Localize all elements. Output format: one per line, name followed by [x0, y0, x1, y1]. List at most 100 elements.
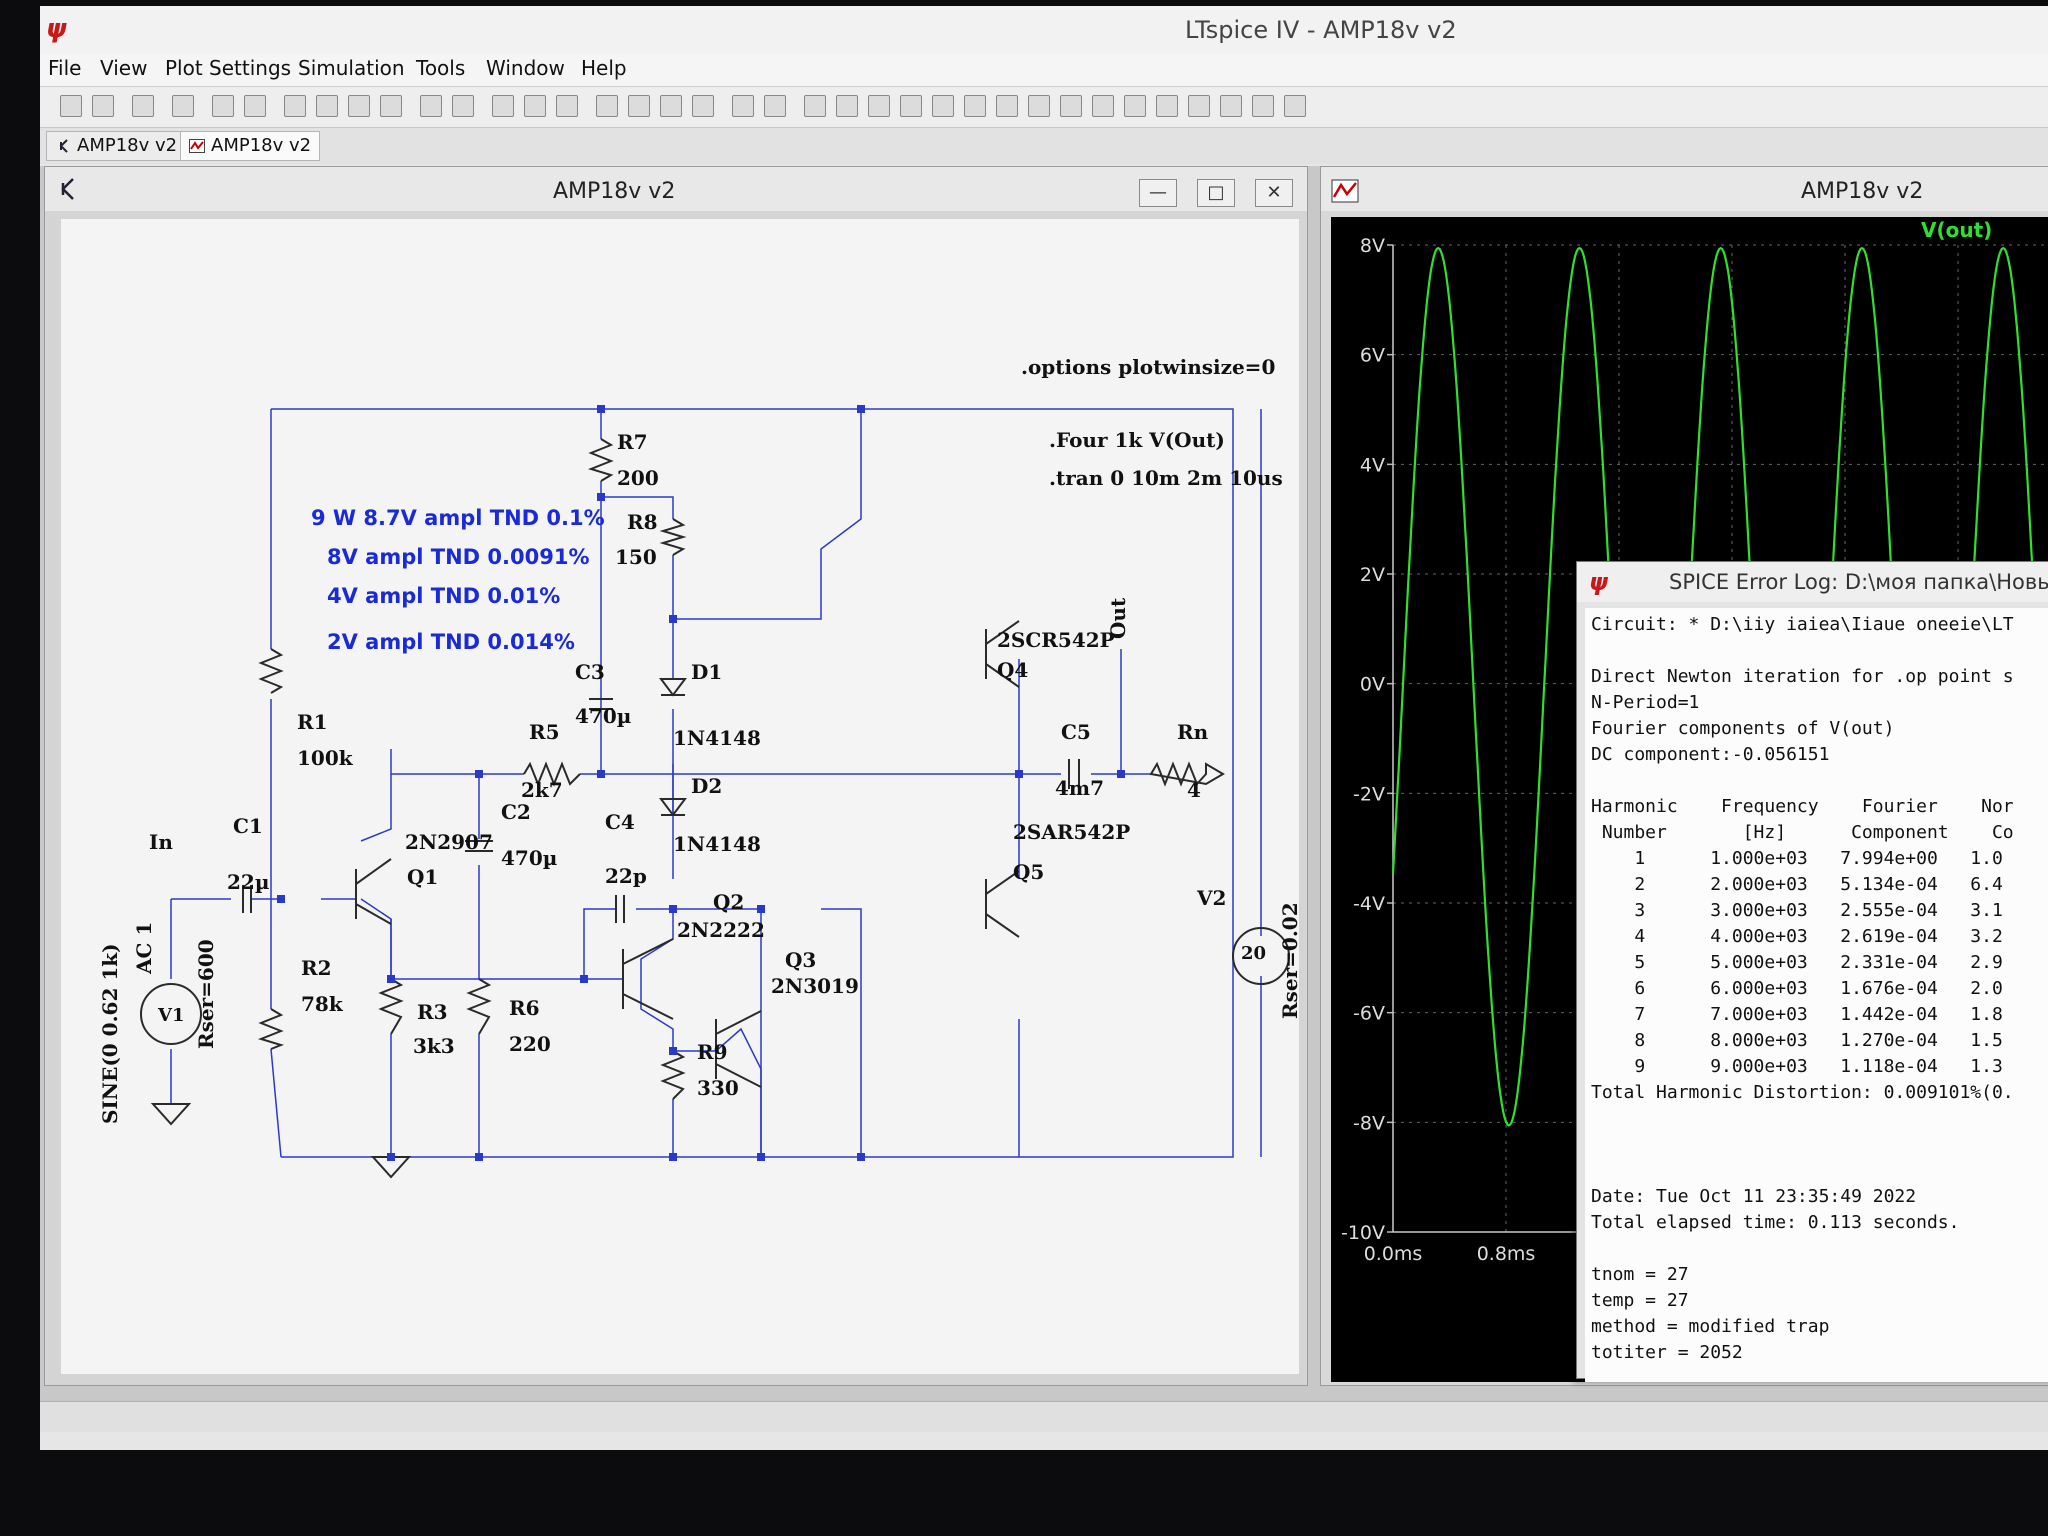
menu-window[interactable]: Window: [486, 56, 565, 80]
log-line: [1591, 1132, 2048, 1158]
rotate-icon[interactable]: [1188, 95, 1210, 117]
label-r7-value: 200: [617, 466, 659, 490]
tile-horizontal-icon[interactable]: [492, 95, 514, 117]
control-panel-icon[interactable]: [172, 95, 194, 117]
menu-plot-settings[interactable]: Plot Settings: [165, 56, 292, 80]
log-line: 7 7.000e+03 1.442e-04 1.8: [1591, 1004, 2003, 1025]
menu-tools[interactable]: Tools: [416, 56, 466, 80]
print-setup-icon[interactable]: [732, 95, 754, 117]
c5-symbol: [1068, 759, 1080, 789]
label-net-icon[interactable]: [868, 95, 890, 117]
undo-icon[interactable]: [1124, 95, 1146, 117]
print-icon[interactable]: [764, 95, 786, 117]
tile-vertical-icon[interactable]: [524, 95, 546, 117]
label-r5: R5: [529, 720, 560, 744]
tab-waveform-label: AMP18v v2: [211, 135, 312, 156]
c3-symbol: [589, 698, 613, 710]
d1-symbol: [659, 678, 687, 697]
redo-icon[interactable]: [1156, 95, 1178, 117]
paste-icon[interactable]: [660, 95, 682, 117]
label-c2: C2: [501, 800, 531, 824]
pan-icon[interactable]: [316, 95, 338, 117]
open-icon[interactable]: [92, 95, 114, 117]
r7-symbol: [587, 438, 614, 482]
maximize-button[interactable]: □: [1197, 179, 1235, 207]
q1-symbol: [355, 858, 392, 925]
log-line: Direct Newton iteration for .op point s: [1591, 666, 2014, 687]
label-d1: D1: [691, 660, 722, 684]
move-icon[interactable]: [1060, 95, 1082, 117]
zoom-in-icon[interactable]: [284, 95, 306, 117]
schematic-canvas[interactable]: .options plotwinsize=0 .Four 1k V(Out) .…: [61, 219, 1302, 1374]
new-schematic-icon[interactable]: [60, 95, 82, 117]
log-line: 8 8.000e+03 1.270e-04 1.5: [1591, 1030, 2003, 1051]
label-d2-value: 1N4148: [673, 832, 761, 856]
label-r3: R3: [417, 1000, 448, 1024]
spice-error-log-text[interactable]: Circuit: * D:\iiy iaiea\Iiaue oneeie\LT …: [1585, 608, 2048, 1382]
label-q5-model: 2SAR542P: [1013, 820, 1130, 844]
log-line: Circuit: * D:\iiy iaiea\Iiaue oneeie\LT: [1591, 614, 2014, 635]
y-tick-label: 0V: [1360, 674, 1385, 696]
resistor-icon[interactable]: [900, 95, 922, 117]
drag-icon[interactable]: [1092, 95, 1114, 117]
autorange-icon[interactable]: [420, 95, 442, 117]
component-icon[interactable]: [1028, 95, 1050, 117]
label-v1-ac: AC 1: [132, 922, 156, 975]
status-bar: [40, 1401, 2048, 1432]
text-icon[interactable]: [1252, 95, 1274, 117]
log-line: DC component:-0.056151: [1591, 744, 1830, 765]
label-r9: R9: [697, 1040, 728, 1064]
y-tick-label: 2V: [1360, 564, 1385, 586]
close-button[interactable]: ✕: [1255, 179, 1293, 207]
cut-icon[interactable]: [596, 95, 618, 117]
q3-symbol: [715, 1010, 762, 1088]
y-tick-label: 8V: [1360, 235, 1385, 257]
toolbar: [40, 86, 2048, 128]
log-line: Total elapsed time: 0.113 seconds.: [1591, 1212, 1960, 1233]
log-line: temp = 27: [1591, 1290, 1689, 1311]
menu-simulation[interactable]: Simulation: [298, 56, 405, 80]
mirror-icon[interactable]: [1220, 95, 1242, 117]
menu-file[interactable]: File: [48, 56, 82, 80]
ground-symbol-v1: [150, 1103, 192, 1126]
y-tick-label: -8V: [1353, 1112, 1385, 1134]
ground-icon[interactable]: [836, 95, 858, 117]
zoom-out-icon[interactable]: [348, 95, 370, 117]
label-c1-value: 22µ: [227, 870, 269, 894]
tab-schematic[interactable]: AMP18v v2: [46, 131, 187, 161]
spice-directive-icon[interactable]: [1284, 95, 1306, 117]
minimize-button[interactable]: —: [1139, 179, 1177, 207]
wire-icon[interactable]: [804, 95, 826, 117]
menu-help[interactable]: Help: [581, 56, 627, 80]
copy-icon[interactable]: [628, 95, 650, 117]
log-line: Date: Tue Oct 11 23:35:49 2022: [1591, 1186, 1917, 1207]
label-r6: R6: [509, 996, 540, 1020]
v2-symbol: [1232, 927, 1290, 985]
d2-symbol: [659, 798, 687, 817]
label-q1: Q1: [407, 865, 438, 889]
cursor-icon[interactable]: [452, 95, 474, 117]
q4-symbol: [985, 620, 1020, 688]
r6-symbol: [466, 978, 492, 1035]
inductor-icon[interactable]: [964, 95, 986, 117]
ltspice-logo-icon: ψ: [46, 14, 67, 44]
log-line: N-Period=1: [1591, 692, 1700, 713]
tab-waveform[interactable]: AMP18v v2: [180, 131, 321, 161]
diode-icon[interactable]: [996, 95, 1018, 117]
halt-icon[interactable]: [244, 95, 266, 117]
save-icon[interactable]: [132, 95, 154, 117]
label-r8: R8: [627, 510, 658, 534]
zoom-fit-icon[interactable]: [380, 95, 402, 117]
label-v1-rser: Rser=600: [194, 939, 218, 1049]
c1-symbol: [242, 885, 252, 913]
label-c4-value: 22p: [605, 864, 647, 888]
directive-tran: .tran 0 10m 2m 10us: [1049, 466, 1283, 490]
find-icon[interactable]: [692, 95, 714, 117]
label-rn-value: 4: [1187, 778, 1201, 802]
label-r2-value: 78k: [301, 992, 344, 1016]
label-c4: C4: [605, 810, 635, 834]
capacitor-icon[interactable]: [932, 95, 954, 117]
cascade-icon[interactable]: [556, 95, 578, 117]
menu-view[interactable]: View: [100, 56, 148, 80]
run-icon[interactable]: [212, 95, 234, 117]
